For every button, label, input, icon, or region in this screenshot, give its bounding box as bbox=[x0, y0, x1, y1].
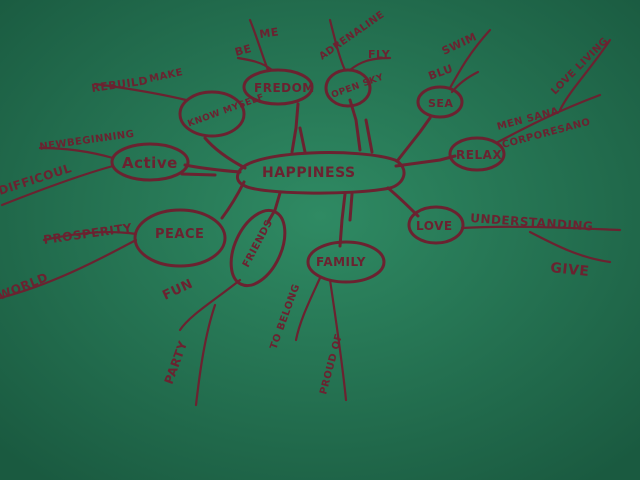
connector-left-stub bbox=[180, 172, 217, 177]
sea-branch bbox=[448, 28, 492, 90]
relax-label: RELAX bbox=[456, 148, 502, 162]
sea-label: SEA bbox=[428, 97, 453, 110]
branch-fly: FLY bbox=[368, 48, 391, 61]
friends-branch-2 bbox=[194, 303, 217, 407]
peace-branch bbox=[42, 230, 138, 242]
sea-oval bbox=[416, 85, 464, 119]
open-sky-branch-2 bbox=[348, 56, 392, 72]
peace-oval bbox=[133, 208, 227, 268]
connector-family bbox=[338, 192, 347, 248]
open-sky-oval bbox=[324, 68, 372, 108]
friends-oval bbox=[229, 208, 287, 288]
family-label: FAMILY bbox=[316, 255, 366, 269]
love-branch bbox=[460, 225, 622, 232]
love-branch-2 bbox=[528, 230, 612, 264]
peace-label: PEACE bbox=[155, 227, 204, 242]
node-freedom: FREDOM ME BE bbox=[233, 18, 315, 106]
family-oval bbox=[306, 240, 386, 284]
branch-be: BE bbox=[233, 42, 253, 59]
connector-freedom-2 bbox=[298, 126, 307, 154]
active-oval bbox=[110, 142, 190, 182]
branch-give: GIVE bbox=[550, 260, 591, 280]
center-label: HAPPINESS bbox=[262, 165, 356, 181]
family-branch-2 bbox=[328, 278, 348, 402]
freedom-branch-be bbox=[236, 56, 274, 72]
know-myself-oval bbox=[178, 90, 246, 138]
node-love: LOVE UNDERSTANDING GIVE bbox=[407, 205, 622, 280]
relax-branch-2 bbox=[558, 38, 612, 112]
freedom-label: FREDOM bbox=[254, 81, 315, 95]
connector-open-sky-2 bbox=[364, 118, 374, 154]
peace-branch-2 bbox=[0, 238, 138, 300]
friends-branch bbox=[178, 278, 242, 332]
freedom-oval bbox=[242, 68, 314, 106]
connector-family-2 bbox=[348, 192, 354, 222]
connector-peace bbox=[220, 180, 246, 220]
active-branch-2 bbox=[0, 164, 115, 207]
know-myself-branch bbox=[93, 82, 188, 102]
active-branch bbox=[38, 146, 115, 160]
relax-branch bbox=[496, 93, 602, 144]
active-label: Active bbox=[122, 154, 178, 172]
love-label: LOVE bbox=[416, 219, 453, 233]
open-sky-branch bbox=[328, 18, 347, 72]
connector-know-myself bbox=[203, 136, 247, 170]
connector-freedom bbox=[290, 102, 300, 154]
branch-me: ME bbox=[259, 25, 280, 41]
sea-branch-2 bbox=[450, 70, 480, 94]
connector-sea bbox=[396, 116, 432, 162]
love-oval bbox=[407, 205, 465, 245]
connector-friends bbox=[266, 191, 282, 224]
family-branch bbox=[294, 276, 322, 342]
relax-oval bbox=[448, 136, 506, 172]
